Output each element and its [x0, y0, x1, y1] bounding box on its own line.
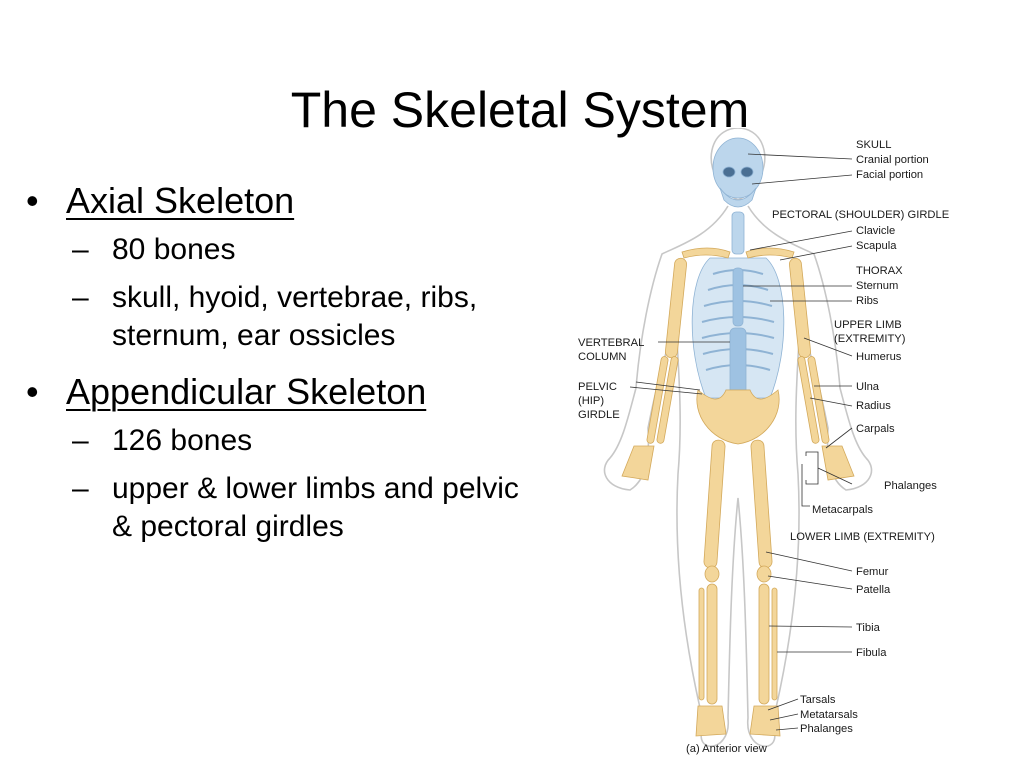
label-cranial: Cranial portion — [856, 154, 929, 166]
femur-left — [703, 439, 726, 569]
label-sternum: Sternum — [856, 280, 898, 292]
slide-title: The Skeletal System — [290, 81, 750, 138]
bullet-dot-icon: • — [26, 371, 39, 413]
humerus-right — [789, 257, 811, 359]
subbullet-text: upper & lower limbs and pelvic & pectora… — [112, 472, 519, 544]
label-ribs: Ribs — [856, 295, 879, 307]
label-hip: (HIP) — [578, 395, 604, 407]
subbullet-appendicular-parts: – upper & lower limbs and pelvic & pecto… — [26, 470, 546, 546]
label-fibula: Fibula — [856, 647, 887, 659]
skeleton-figure: SKULL Cranial portion Facial portion PEC… — [570, 128, 990, 760]
foot-left — [695, 705, 727, 737]
label-pectoral-girdle: PECTORAL (SHOULDER) GIRDLE — [772, 209, 949, 221]
appendicular-skeleton — [621, 247, 855, 737]
label-humerus: Humerus — [856, 351, 902, 363]
figure-labels: SKULL Cranial portion Facial portion PEC… — [578, 139, 949, 755]
bullet-group-appendicular: • Appendicular Skeleton – 126 bones – up… — [26, 369, 546, 546]
label-radius: Radius — [856, 400, 891, 412]
dash-icon: – — [72, 472, 89, 506]
sternum — [732, 267, 744, 327]
humerus-left — [665, 257, 687, 359]
tibia-left — [706, 583, 718, 705]
bullet-appendicular-label: Appendicular Skeleton — [66, 371, 427, 413]
subbullet-axial-count: – 80 bones — [26, 231, 546, 269]
label-upper-limb: UPPER LIMB — [834, 319, 902, 331]
skeleton-diagram: SKULL Cranial portion Facial portion PEC… — [578, 128, 949, 755]
dash-icon: – — [72, 424, 89, 458]
patella-right — [756, 565, 772, 583]
tibia-right — [758, 583, 770, 705]
fibula-right — [771, 587, 778, 701]
skull — [712, 137, 764, 199]
bullet-group-axial: • Axial Skeleton – 80 bones – skull, hyo… — [26, 178, 546, 355]
label-clavicle: Clavicle — [856, 225, 895, 237]
label-phalanges-foot: Phalanges — [800, 723, 853, 735]
label-vertebral: VERTEBRAL — [578, 337, 644, 349]
patella-left — [704, 565, 720, 583]
label-patella: Patella — [856, 584, 891, 596]
subbullet-text: 126 bones — [112, 424, 253, 458]
label-metacarpals: Metacarpals — [812, 504, 873, 516]
bullet-appendicular: • Appendicular Skeleton — [26, 369, 546, 414]
foot-right — [749, 705, 781, 737]
label-lower-limb: LOWER LIMB (EXTREMITY) — [790, 531, 935, 543]
label-ulna: Ulna — [856, 381, 880, 393]
label-phalanges-hand: Phalanges — [884, 480, 937, 492]
dash-icon: – — [72, 281, 89, 315]
pelvic-girdle — [696, 389, 780, 445]
label-column: COLUMN — [578, 351, 626, 363]
label-pelvic: PELVIC — [578, 381, 617, 393]
eye-socket — [722, 166, 736, 178]
eye-socket — [740, 166, 754, 178]
subbullet-axial-parts: – skull, hyoid, vertebrae, ribs, sternum… — [26, 279, 546, 355]
ulna-left — [646, 356, 669, 444]
figure-caption: (a) Anterior view — [686, 743, 768, 755]
bullet-axial: • Axial Skeleton — [26, 178, 546, 223]
label-scapula: Scapula — [856, 240, 897, 252]
clavicle-left — [681, 247, 731, 259]
femur-right — [750, 439, 773, 569]
radius-right — [797, 356, 820, 444]
label-upper-limb-extremity: (EXTREMITY) — [834, 333, 906, 345]
bullet-dot-icon: • — [26, 180, 39, 221]
hand-left — [621, 445, 655, 481]
bullet-axial-label: Axial Skeleton — [66, 180, 295, 221]
bullet-list: • Axial Skeleton – 80 bones – skull, hyo… — [26, 178, 546, 561]
subbullet-appendicular-count: – 126 bones — [26, 422, 546, 460]
leader-lines — [629, 153, 853, 731]
radius-left — [656, 356, 679, 444]
label-thorax: THORAX — [856, 265, 903, 277]
dash-icon: – — [72, 233, 89, 266]
mandible — [719, 187, 757, 208]
label-facial: Facial portion — [856, 169, 923, 181]
cervical-spine — [731, 211, 745, 255]
hand-right — [821, 445, 855, 481]
label-carpals: Carpals — [856, 423, 895, 435]
label-tarsals: Tarsals — [800, 694, 836, 706]
axial-skeleton — [691, 137, 785, 427]
label-femur: Femur — [856, 566, 889, 578]
fibula-left — [698, 587, 705, 701]
subbullet-text: skull, hyoid, vertebrae, ribs, sternum, … — [112, 281, 478, 353]
label-tibia: Tibia — [856, 622, 881, 634]
label-metatarsals: Metatarsals — [800, 709, 858, 721]
label-girdle: GIRDLE — [578, 409, 620, 421]
label-skull: SKULL — [856, 139, 891, 151]
subbullet-text: 80 bones — [112, 233, 236, 266]
